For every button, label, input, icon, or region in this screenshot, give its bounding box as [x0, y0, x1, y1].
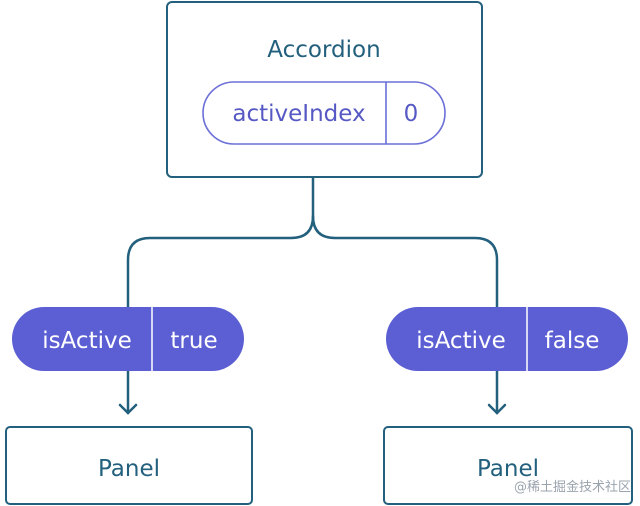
connector-parent-to-left-child: [126, 176, 315, 309]
right-panel-node: Panel: [383, 426, 633, 505]
right-prop-value: false: [545, 328, 600, 354]
right-prop-pill: isActive false: [386, 307, 628, 371]
connector-parent-to-right-child: [311, 214, 499, 309]
right-prop-pill-body: [386, 307, 628, 371]
right-prop-name: isActive: [416, 328, 506, 354]
left-prop-pill: isActive true: [12, 307, 244, 371]
arrow-right-head: [487, 403, 507, 415]
arrow-left-head: [118, 403, 138, 415]
right-panel-box: [383, 426, 633, 505]
left-prop-name: isActive: [42, 328, 132, 354]
left-prop-pill-body: [12, 307, 244, 371]
left-panel-title: Panel: [98, 456, 160, 482]
watermark-text: @稀土掘金技术社区: [514, 479, 631, 495]
accordion-title: Accordion: [267, 37, 380, 63]
left-panel-node: Panel: [5, 426, 253, 505]
active-index-state-pill: activeIndex 0: [202, 81, 446, 145]
right-panel-title: Panel: [477, 456, 539, 482]
state-pill-outline: [202, 81, 446, 145]
state-name: activeIndex: [232, 101, 365, 127]
accordion-node: Accordion activeIndex 0: [166, 1, 483, 178]
left-panel-box: [5, 426, 253, 505]
state-value: 0: [404, 101, 419, 127]
left-prop-value: true: [170, 328, 217, 354]
connectors: [118, 176, 507, 415]
